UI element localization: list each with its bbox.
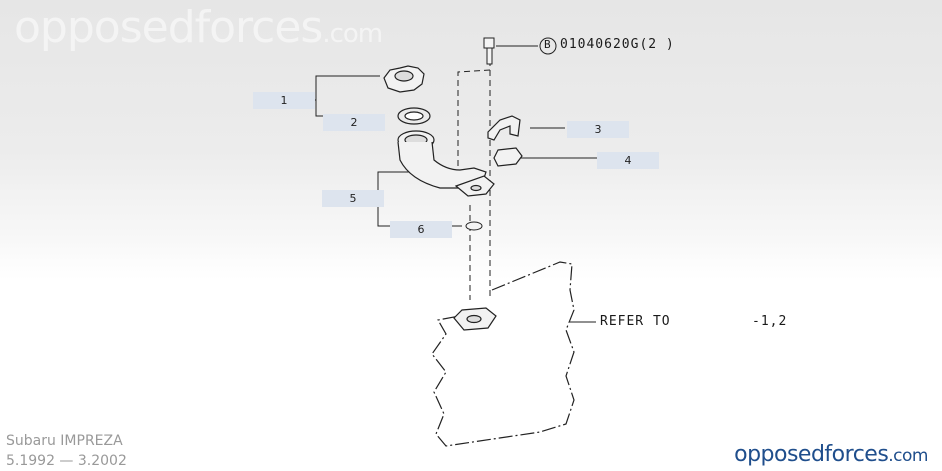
block-flange-part [453,307,497,331]
callout-3[interactable]: 3 [567,121,629,138]
callout-6[interactable]: 6 [390,221,452,238]
watermark-main: opposedforces [14,2,323,53]
bracket-part [487,115,521,141]
watermark-tld: .com [322,19,383,49]
refer-to-text: REFER TO [600,314,671,329]
brand-tld: .com [888,446,928,466]
filler-cap-part [383,65,425,93]
callout-2[interactable]: 2 [323,114,385,131]
refer-to-ref[interactable]: -1,2 [752,314,788,329]
engine-block-outline [431,261,575,447]
bolt-part [483,37,495,65]
bolt-circle-icon [539,37,557,55]
watermark: opposedforces.com [14,2,383,53]
o-ring-part [465,221,483,231]
callout-1[interactable]: 1 [253,92,315,109]
caption-years: 5.1992 — 3.2002 [6,453,127,469]
caption-model: Subaru IMPREZA [6,433,123,449]
callout-5[interactable]: 5 [322,190,384,207]
clip-part [493,147,523,167]
leader-bracket-1-2 [315,75,380,117]
filler-pipe-part [397,130,495,197]
bolt-part-number: 01040620G(2 ) [560,37,675,52]
callout-4[interactable]: 4 [597,152,659,169]
gasket-part [397,107,431,125]
brand-logo[interactable]: opposedforces.com [734,442,928,467]
guide-lines [457,60,491,300]
brand-main: opposedforces [734,442,889,467]
bolt-letter: B [544,38,552,51]
